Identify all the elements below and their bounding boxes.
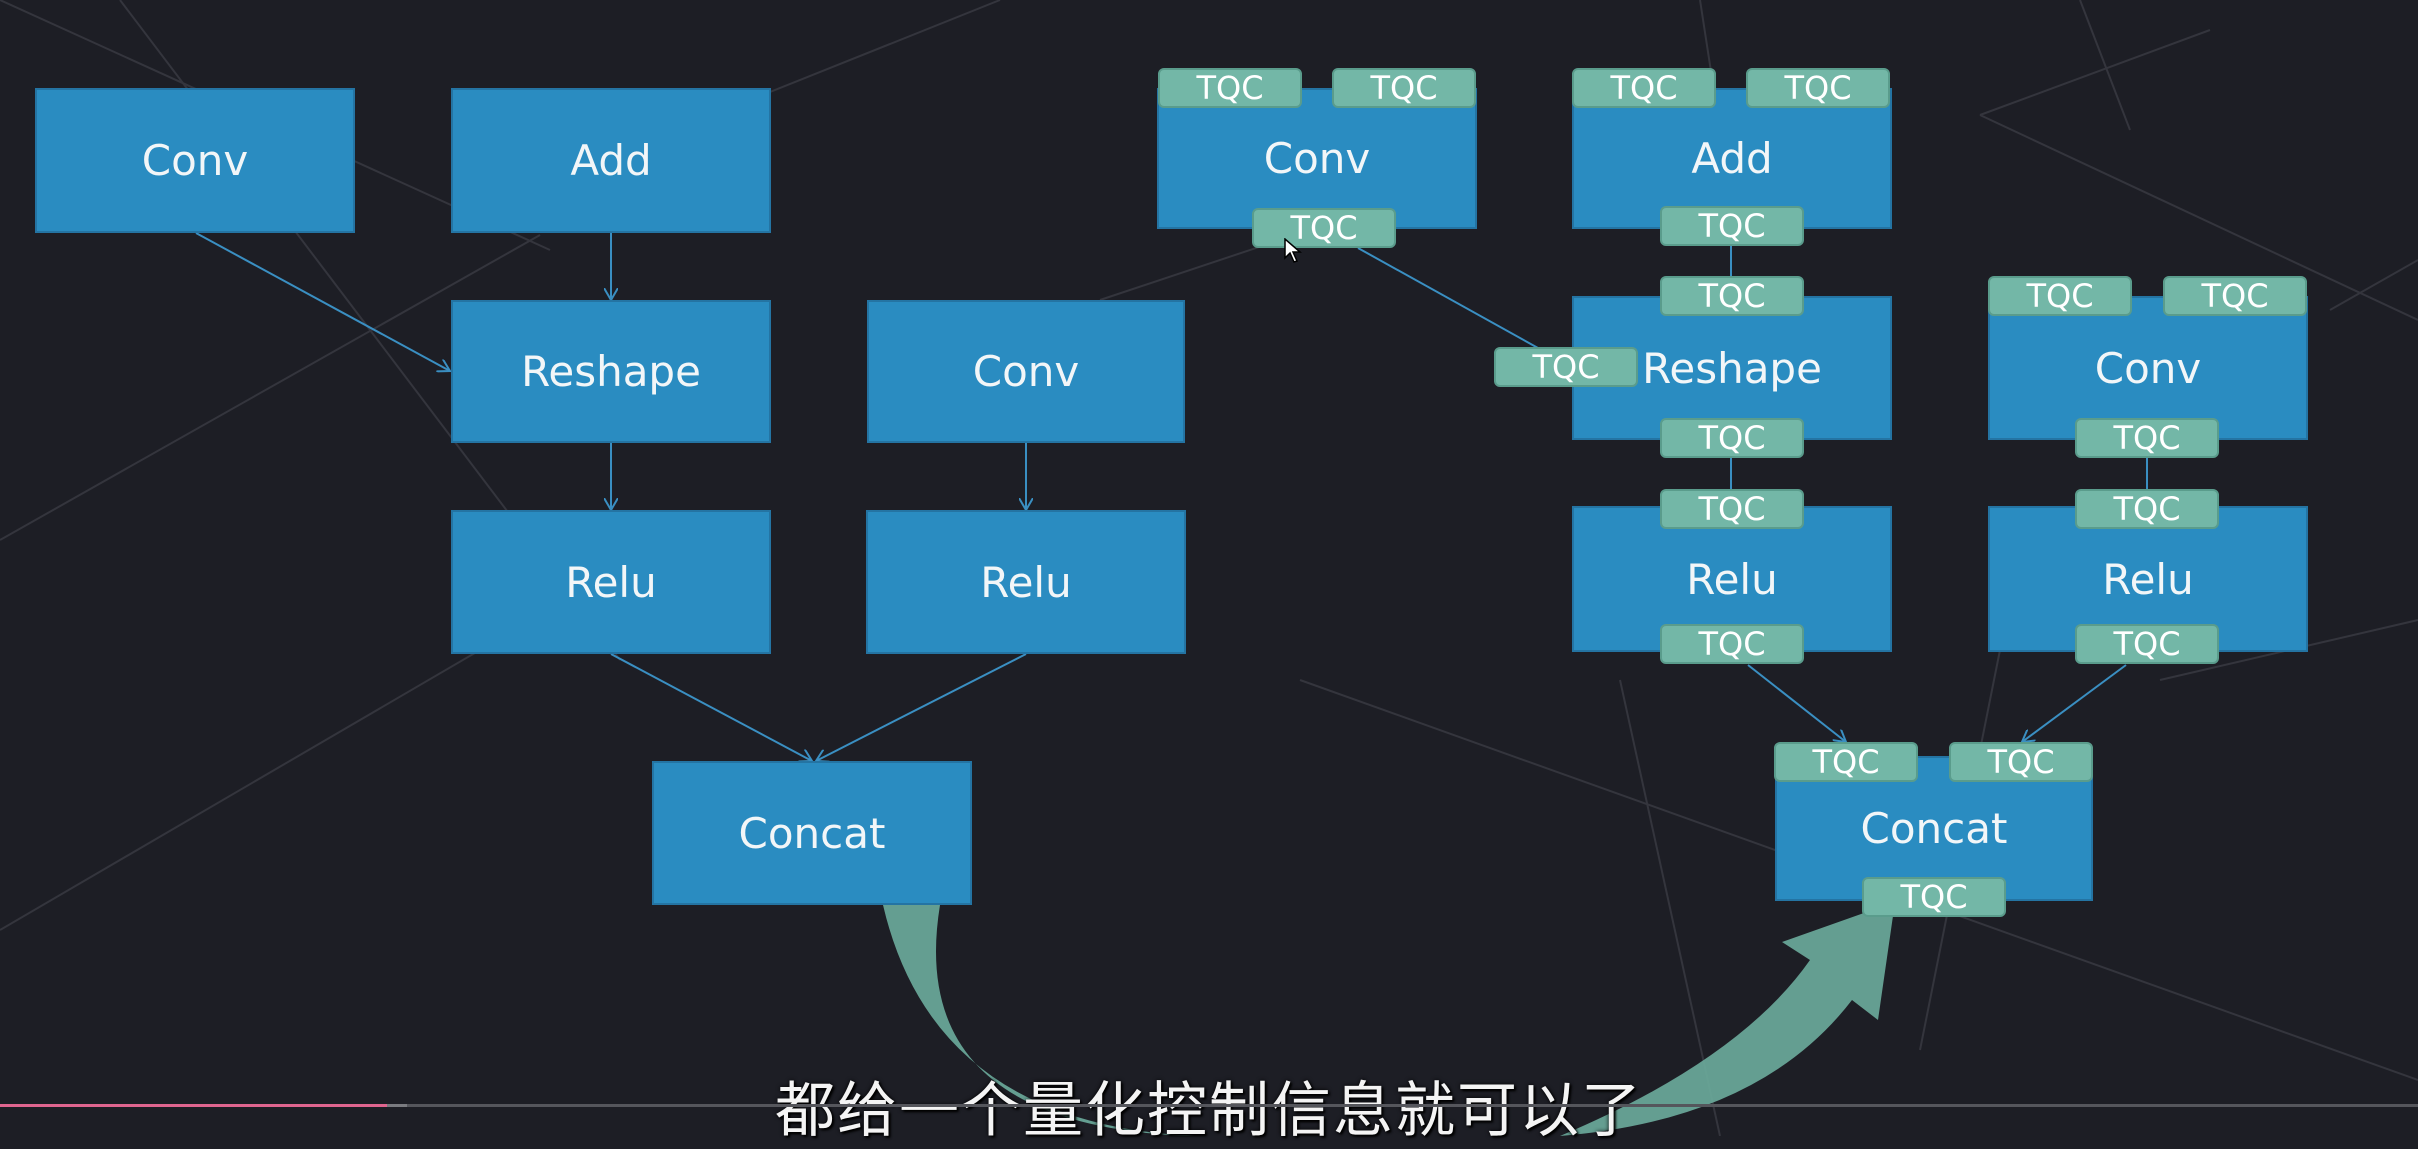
left-conv-b-node: Conv: [867, 300, 1185, 443]
tqc-tag: TQC: [1774, 742, 1918, 782]
left-reshape-node: Reshape: [451, 300, 771, 443]
right-add-node: Add: [1572, 88, 1892, 229]
tqc-tag: TQC: [2075, 418, 2219, 458]
mouse-cursor-icon: [1284, 238, 1302, 263]
tqc-tag: TQC: [1252, 208, 1396, 248]
tqc-tag: TQC: [1494, 347, 1638, 387]
right-conv-b-node: Conv: [1988, 296, 2308, 440]
edge-relu-concat-a-right: [1747, 664, 1846, 742]
tqc-tag: TQC: [1862, 877, 2006, 917]
left-relu-a-node: Relu: [451, 510, 771, 654]
tqc-tag: TQC: [1572, 68, 1716, 108]
edge-conv-reshape: [195, 232, 450, 371]
tqc-tag: TQC: [1988, 276, 2132, 316]
right-graph-edges: [1357, 246, 2148, 742]
tqc-tag: TQC: [1949, 742, 2093, 782]
tqc-tag: TQC: [2163, 276, 2307, 316]
tqc-tag: TQC: [1660, 489, 1804, 529]
tqc-tag: TQC: [1746, 68, 1890, 108]
tqc-tag: TQC: [1332, 68, 1476, 108]
edge-relu-concat-b-right: [2022, 664, 2127, 742]
tqc-tag: TQC: [2075, 624, 2219, 664]
tqc-tag: TQC: [2075, 489, 2219, 529]
video-progress-fill: [0, 1104, 387, 1107]
edge-conv-reshape-tqc: [1357, 247, 1539, 349]
tqc-tag: TQC: [1158, 68, 1302, 108]
video-progress-track[interactable]: [0, 1104, 2418, 1107]
video-progress-handle[interactable]: [387, 1104, 407, 1107]
left-relu-b-node: Relu: [866, 510, 1186, 654]
edge-relu-concat-b: [816, 653, 1027, 761]
right-conv-node: Conv: [1157, 88, 1477, 229]
edge-relu-concat-a: [610, 653, 812, 761]
video-subtitle: 都给一个量化控制信息就可以了: [775, 1076, 1643, 1146]
tqc-tag: TQC: [1660, 206, 1804, 246]
tqc-tag: TQC: [1660, 276, 1804, 316]
left-conv-node: Conv: [35, 88, 355, 233]
left-graph-edges: [195, 232, 1027, 761]
tqc-tag: TQC: [1660, 418, 1804, 458]
left-add-node: Add: [451, 88, 771, 233]
left-concat-node: Concat: [652, 761, 972, 905]
tqc-tag: TQC: [1660, 624, 1804, 664]
